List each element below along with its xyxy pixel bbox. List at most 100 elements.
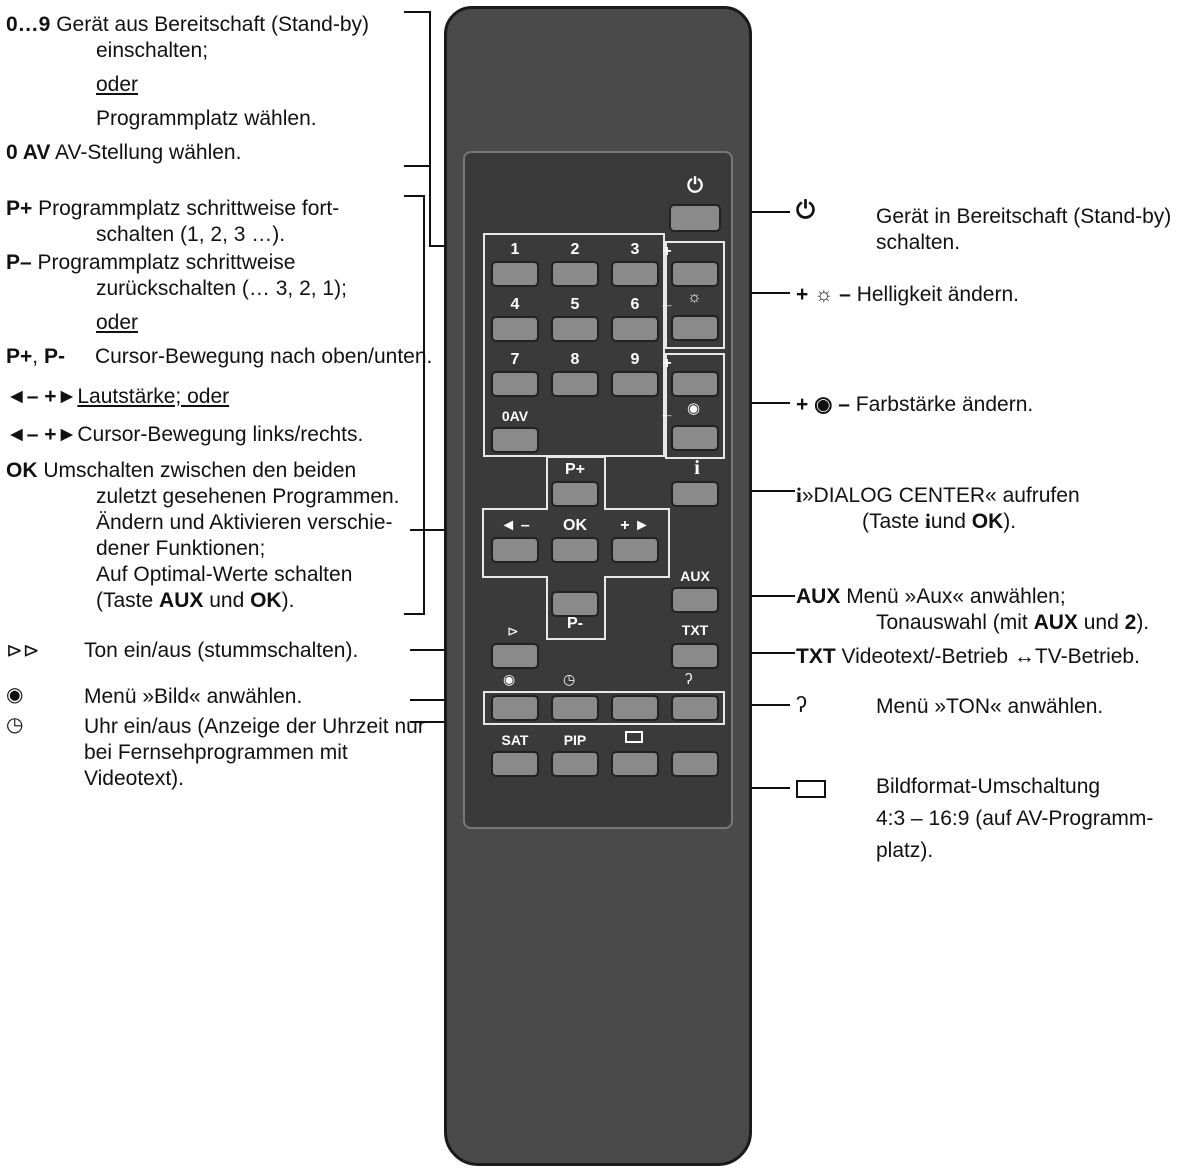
volume-line: ◄– +►Lautstärke; oder	[6, 385, 230, 408]
brightness-plus-button[interactable]	[671, 261, 719, 287]
power-button[interactable]	[669, 204, 721, 232]
sat-button[interactable]	[491, 751, 539, 777]
digit-1-button[interactable]	[491, 261, 539, 287]
cursor-keys-frame	[482, 456, 670, 640]
pminus-line-2: zurückschalten (… 3, 2, 1);	[96, 277, 347, 300]
digit-6-label: 6	[630, 296, 640, 313]
digit-0-av-button[interactable]	[491, 427, 539, 453]
digit-8-button[interactable]	[551, 371, 599, 397]
digit-4-label: 4	[510, 296, 520, 313]
program-down-button[interactable]	[551, 591, 599, 617]
digits-line-1: 0…9 Gerät aus Bereitschaft (Stand-by)	[6, 13, 370, 36]
format-button[interactable]	[611, 751, 659, 777]
mute-icon: ⊳	[507, 623, 519, 639]
format-symbol-icon	[796, 780, 826, 798]
ear-symbol-icon: ʔ	[796, 692, 807, 717]
aux-button[interactable]	[671, 587, 719, 613]
sun-icon: ☼	[687, 289, 702, 306]
digits-line-2: einschalten;	[96, 39, 209, 62]
blank-button[interactable]	[611, 695, 659, 721]
pplus-line-2: schalten (1, 2, 3 …).	[96, 223, 286, 246]
digit-1-label: 1	[510, 241, 520, 258]
mute-symbol-icon: ⊳⊳	[6, 640, 40, 662]
info-button[interactable]	[671, 481, 719, 507]
standby-symbol-icon: ⏻	[796, 197, 815, 224]
aux-label: AUX	[680, 568, 710, 584]
program-down-label: P-	[567, 615, 583, 632]
oder-2: oder	[96, 311, 139, 334]
color-minus-label: _	[662, 401, 672, 418]
sat-label: SAT	[501, 732, 529, 748]
clock-button[interactable]	[551, 695, 599, 721]
digit-8-label: 8	[570, 351, 580, 368]
ear-icon: ʔ	[685, 671, 693, 688]
digit-3-label: 3	[630, 241, 640, 258]
cursor-right-label: + ►	[620, 517, 650, 534]
format-icon	[625, 731, 643, 743]
pip-button[interactable]	[551, 751, 599, 777]
digit-9-label: 9	[630, 351, 640, 368]
digit-5-button[interactable]	[551, 316, 599, 342]
txt-label: TXT	[681, 622, 709, 638]
standby-line-2: schalten.	[876, 231, 961, 254]
ok-line-4: dener Funktionen;	[96, 537, 266, 560]
digit-5-label: 5	[570, 296, 580, 313]
extra-button[interactable]	[671, 751, 719, 777]
mute-button[interactable]	[491, 643, 539, 669]
brightness-minus-button[interactable]	[671, 315, 719, 341]
eye-icon: ◉	[503, 671, 516, 687]
aux-line-1: AUX Menü »Aux« anwählen;	[796, 585, 1066, 608]
menu-keys-frame	[483, 691, 725, 725]
program-up-button[interactable]	[551, 481, 599, 507]
format-line-3: platz).	[876, 839, 934, 862]
format-line-2: 4:3 – 16:9 (auf AV-Programm-	[876, 807, 1154, 830]
brightness-plus-label: +	[662, 243, 672, 260]
cursor-right-button[interactable]	[611, 537, 659, 563]
clock-icon: ◷	[563, 671, 576, 687]
dialog-line-2: (Taste iund OK).	[862, 509, 1017, 533]
digit-7-label: 7	[510, 351, 520, 368]
sound-menu-button[interactable]	[671, 695, 719, 721]
uhr-line-1: Uhr ein/aus (Anzeige der Uhrzeit nur	[84, 715, 425, 738]
dialog-line-1: i»DIALOG CENTER« aufrufen	[796, 483, 1080, 507]
ppm-line: P+, P-Cursor-Bewegung nach oben/unten.	[6, 345, 433, 368]
mute-line: Ton ein/aus (stummschalten).	[84, 639, 359, 662]
clock-symbol-icon: ◷	[6, 714, 24, 736]
pminus-line-1: P– Programmplatz schrittweise	[6, 251, 296, 274]
color-icon: ◉	[687, 400, 701, 417]
digit-0-av-label: 0AV	[501, 408, 529, 424]
uhr-line-2: bei Fernsehprogrammen mit	[84, 741, 348, 764]
color-minus-button[interactable]	[671, 425, 719, 451]
remote-control: ⏻ 1 2 3 4 5 6 7 8 9 0AV + _ ☼ + _ ◉ P+ ◄…	[444, 6, 752, 1166]
uhr-line-3: Videotext).	[84, 767, 185, 790]
digit-3-button[interactable]	[611, 261, 659, 287]
standby-line-1: Gerät in Bereitschaft (Stand-by)	[876, 205, 1172, 228]
format-line-1: Bildformat-Umschaltung	[876, 775, 1101, 798]
oder-1: oder	[96, 73, 139, 96]
digit-2-label: 2	[570, 241, 580, 258]
digit-2-button[interactable]	[551, 261, 599, 287]
ok-line-1: OK Umschalten zwischen den beiden	[6, 459, 357, 482]
digit-6-button[interactable]	[611, 316, 659, 342]
ok-button[interactable]	[551, 537, 599, 563]
digit-4-button[interactable]	[491, 316, 539, 342]
cursor-left-button[interactable]	[491, 537, 539, 563]
ok-line-2: zuletzt gesehenen Programmen.	[96, 485, 400, 508]
brightness-keys-frame	[665, 241, 725, 349]
bild-line: Menü »Bild« anwählen.	[84, 685, 303, 708]
brightness-line: + ☼ – Helligkeit ändern.	[796, 283, 1019, 306]
ok-line-6: (Taste AUX und OK).	[96, 589, 295, 612]
txt-line: TXT Videotext/-Betrieb ↔TV-Betrieb.	[796, 645, 1140, 668]
color-plus-label: +	[662, 355, 672, 372]
power-icon: ⏻	[687, 175, 703, 197]
av-line: 0 AV AV-Stellung wählen.	[6, 141, 242, 164]
eye-symbol-icon: ◉	[6, 684, 24, 706]
brightness-minus-label: _	[662, 291, 672, 308]
digit-9-button[interactable]	[611, 371, 659, 397]
ok-line-5: Auf Optimal-Werte schalten	[96, 563, 353, 586]
txt-button[interactable]	[671, 643, 719, 669]
digit-7-button[interactable]	[491, 371, 539, 397]
program-up-label: P+	[564, 461, 585, 478]
color-plus-button[interactable]	[671, 371, 719, 397]
picture-menu-button[interactable]	[491, 695, 539, 721]
